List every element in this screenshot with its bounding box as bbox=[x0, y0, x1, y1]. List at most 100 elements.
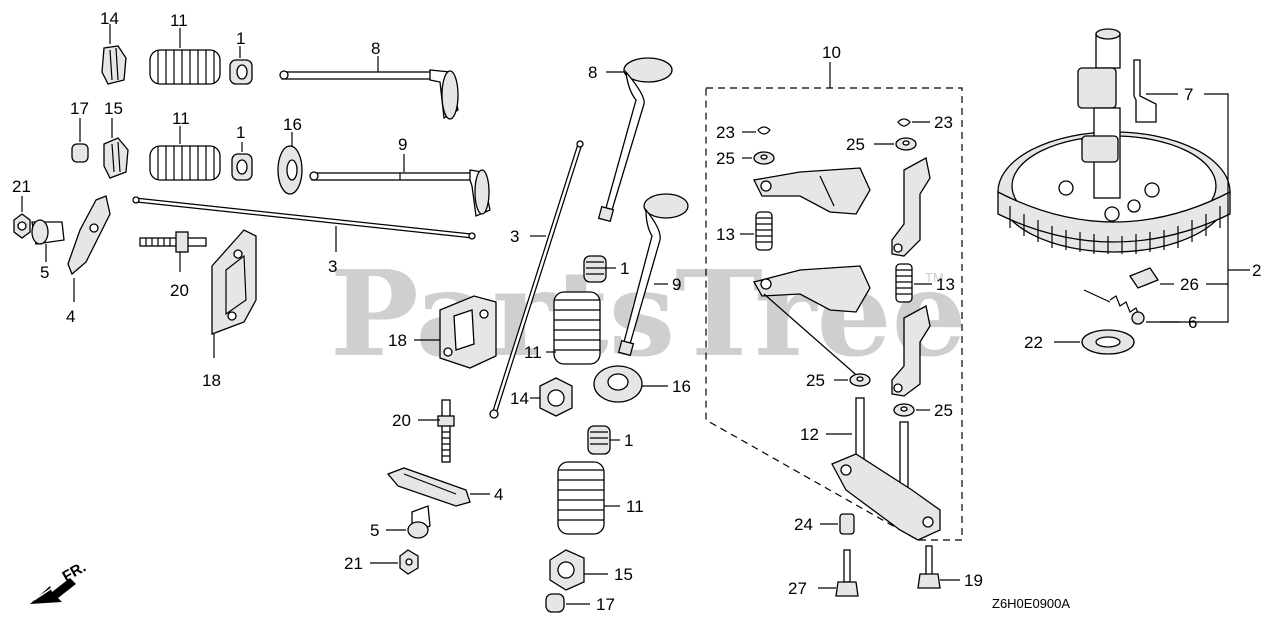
part-push-rod-3-horizontal[interactable] bbox=[132, 196, 476, 240]
part-spring-13-right[interactable] bbox=[895, 263, 913, 303]
part-nut-21-center[interactable] bbox=[399, 549, 419, 575]
callout-4: 4 bbox=[66, 307, 75, 326]
part-valve-stem-seal-1-lower[interactable] bbox=[587, 425, 611, 455]
callout-18: 18 bbox=[202, 371, 221, 390]
part-push-rod-guide-18-center[interactable] bbox=[439, 295, 497, 369]
group-2-bracket bbox=[1160, 93, 1229, 323]
part-rocker-arm-4-center[interactable] bbox=[386, 467, 471, 507]
part-rocker-arm-4-left[interactable] bbox=[67, 195, 111, 276]
callout-13-right: 13 bbox=[936, 275, 955, 294]
part-push-rod-guide-18-left[interactable] bbox=[211, 229, 257, 335]
part-washer-25-lower-left[interactable] bbox=[849, 373, 871, 387]
part-bolt-19[interactable] bbox=[917, 545, 941, 589]
part-rocker-pivot-5-center[interactable] bbox=[407, 505, 431, 539]
callout-16: 16 bbox=[283, 115, 302, 134]
part-valve-cap-17-lower[interactable] bbox=[545, 593, 565, 613]
callout-13-left: 13 bbox=[716, 225, 735, 244]
part-collar-24[interactable] bbox=[839, 513, 855, 535]
callout-17: 17 bbox=[70, 99, 89, 118]
part-camshaft-gear[interactable] bbox=[997, 131, 1231, 254]
callout-24: 24 bbox=[794, 515, 813, 534]
part-valve-rotator-16-left[interactable] bbox=[277, 145, 303, 195]
callout-10: 10 bbox=[822, 43, 841, 62]
front-arrow-icon bbox=[30, 578, 76, 604]
part-nut-21-left[interactable] bbox=[13, 213, 31, 239]
part-exhaust-valve-8-vertical[interactable] bbox=[597, 57, 673, 223]
part-intake-valve-9-vertical[interactable] bbox=[617, 193, 689, 357]
callout-18-center: 18 bbox=[388, 331, 407, 350]
callout-21-center: 21 bbox=[344, 554, 363, 573]
part-clip-23-right[interactable] bbox=[897, 118, 911, 127]
part-pin-26[interactable] bbox=[1129, 267, 1159, 289]
part-clip-23-left[interactable] bbox=[757, 126, 771, 135]
callout-12: 12 bbox=[800, 425, 819, 444]
callout-3: 3 bbox=[328, 257, 337, 276]
callout-14: 14 bbox=[100, 9, 119, 28]
part-intake-valve-9-top[interactable] bbox=[309, 169, 491, 217]
part-valve-retainer-15-lower[interactable] bbox=[549, 549, 585, 591]
callout-23-left: 23 bbox=[716, 123, 735, 142]
part-rocker-pivot-5-left[interactable] bbox=[31, 219, 65, 245]
callout-5: 5 bbox=[40, 263, 49, 282]
part-washer-25-left[interactable] bbox=[753, 151, 775, 165]
callout-17-lower: 17 bbox=[596, 595, 615, 614]
part-valve-rotator-16-center[interactable] bbox=[593, 365, 643, 403]
callout-25-lower-right: 25 bbox=[934, 401, 953, 420]
part-spring-6[interactable] bbox=[1083, 289, 1145, 325]
callout-11-second: 11 bbox=[172, 109, 190, 128]
part-rocker-arm-right-lower[interactable] bbox=[891, 305, 931, 397]
part-exhaust-valve-8-top[interactable] bbox=[279, 69, 459, 120]
callout-26: 26 bbox=[1180, 275, 1199, 294]
callout-11-lower: 11 bbox=[626, 497, 644, 516]
part-rocker-arm-lower[interactable] bbox=[753, 265, 871, 313]
part-valve-spring-11-center[interactable] bbox=[553, 291, 601, 365]
callout-1: 1 bbox=[236, 29, 245, 48]
part-washer-25-lower-right[interactable] bbox=[893, 403, 915, 417]
callout-2: 2 bbox=[1252, 261, 1261, 280]
callout-20-center: 20 bbox=[392, 411, 411, 430]
callout-15: 15 bbox=[104, 99, 123, 118]
part-rocker-arm-upper[interactable] bbox=[753, 167, 871, 215]
part-governor-pin-7[interactable] bbox=[1133, 59, 1157, 123]
callout-15-lower: 15 bbox=[614, 565, 633, 584]
callout-1-center: 1 bbox=[620, 259, 629, 278]
part-thrust-washer-22[interactable] bbox=[1081, 329, 1135, 355]
part-valve-collar-14-center[interactable] bbox=[539, 377, 573, 417]
callout-25-left: 25 bbox=[716, 149, 735, 168]
part-bolt-27[interactable] bbox=[835, 549, 859, 597]
callout-20: 20 bbox=[170, 281, 189, 300]
callout-5-center: 5 bbox=[370, 521, 379, 540]
part-rocker-arm-right-upper[interactable] bbox=[891, 157, 931, 257]
part-rocker-shaft-12[interactable] bbox=[831, 397, 941, 541]
part-valve-spring-11-second[interactable] bbox=[149, 145, 221, 181]
part-spring-13-left[interactable] bbox=[755, 211, 773, 251]
watermark-trademark: TM bbox=[925, 270, 944, 285]
callout-14-center: 14 bbox=[510, 389, 529, 408]
callout-1-lower: 1 bbox=[624, 431, 633, 450]
part-camshaft[interactable] bbox=[1077, 28, 1121, 199]
front-label: FR. bbox=[60, 559, 89, 586]
part-valve-spring-11-lower[interactable] bbox=[557, 461, 605, 535]
callout-1-second: 1 bbox=[236, 123, 245, 142]
callout-23-right: 23 bbox=[934, 113, 953, 132]
part-rocker-stud-20-center[interactable] bbox=[437, 399, 455, 463]
part-valve-spring-11-top[interactable] bbox=[149, 49, 221, 85]
part-valve-collar-14-top[interactable] bbox=[101, 45, 127, 85]
part-valve-cap-17-left[interactable] bbox=[71, 143, 89, 163]
part-valve-retainer-15-left[interactable] bbox=[103, 137, 129, 179]
group-10-outline bbox=[705, 87, 963, 541]
callout-16-center: 16 bbox=[672, 377, 691, 396]
part-washer-25-right[interactable] bbox=[895, 137, 917, 151]
part-valve-stem-seal-1-second[interactable] bbox=[231, 153, 253, 181]
callout-25-lower-left: 25 bbox=[806, 371, 825, 390]
callout-11: 11 bbox=[170, 11, 188, 30]
callout-11-center: 11 bbox=[524, 343, 542, 362]
callout-8-vertical: 8 bbox=[588, 63, 597, 82]
part-valve-stem-seal-1-center[interactable] bbox=[583, 255, 607, 283]
callout-8: 8 bbox=[371, 39, 380, 58]
part-rocker-stud-20-left[interactable] bbox=[139, 231, 207, 253]
callout-22: 22 bbox=[1024, 333, 1043, 352]
part-push-rod-3-diagonal[interactable] bbox=[489, 140, 584, 419]
part-valve-stem-seal-1-top[interactable] bbox=[229, 59, 253, 85]
